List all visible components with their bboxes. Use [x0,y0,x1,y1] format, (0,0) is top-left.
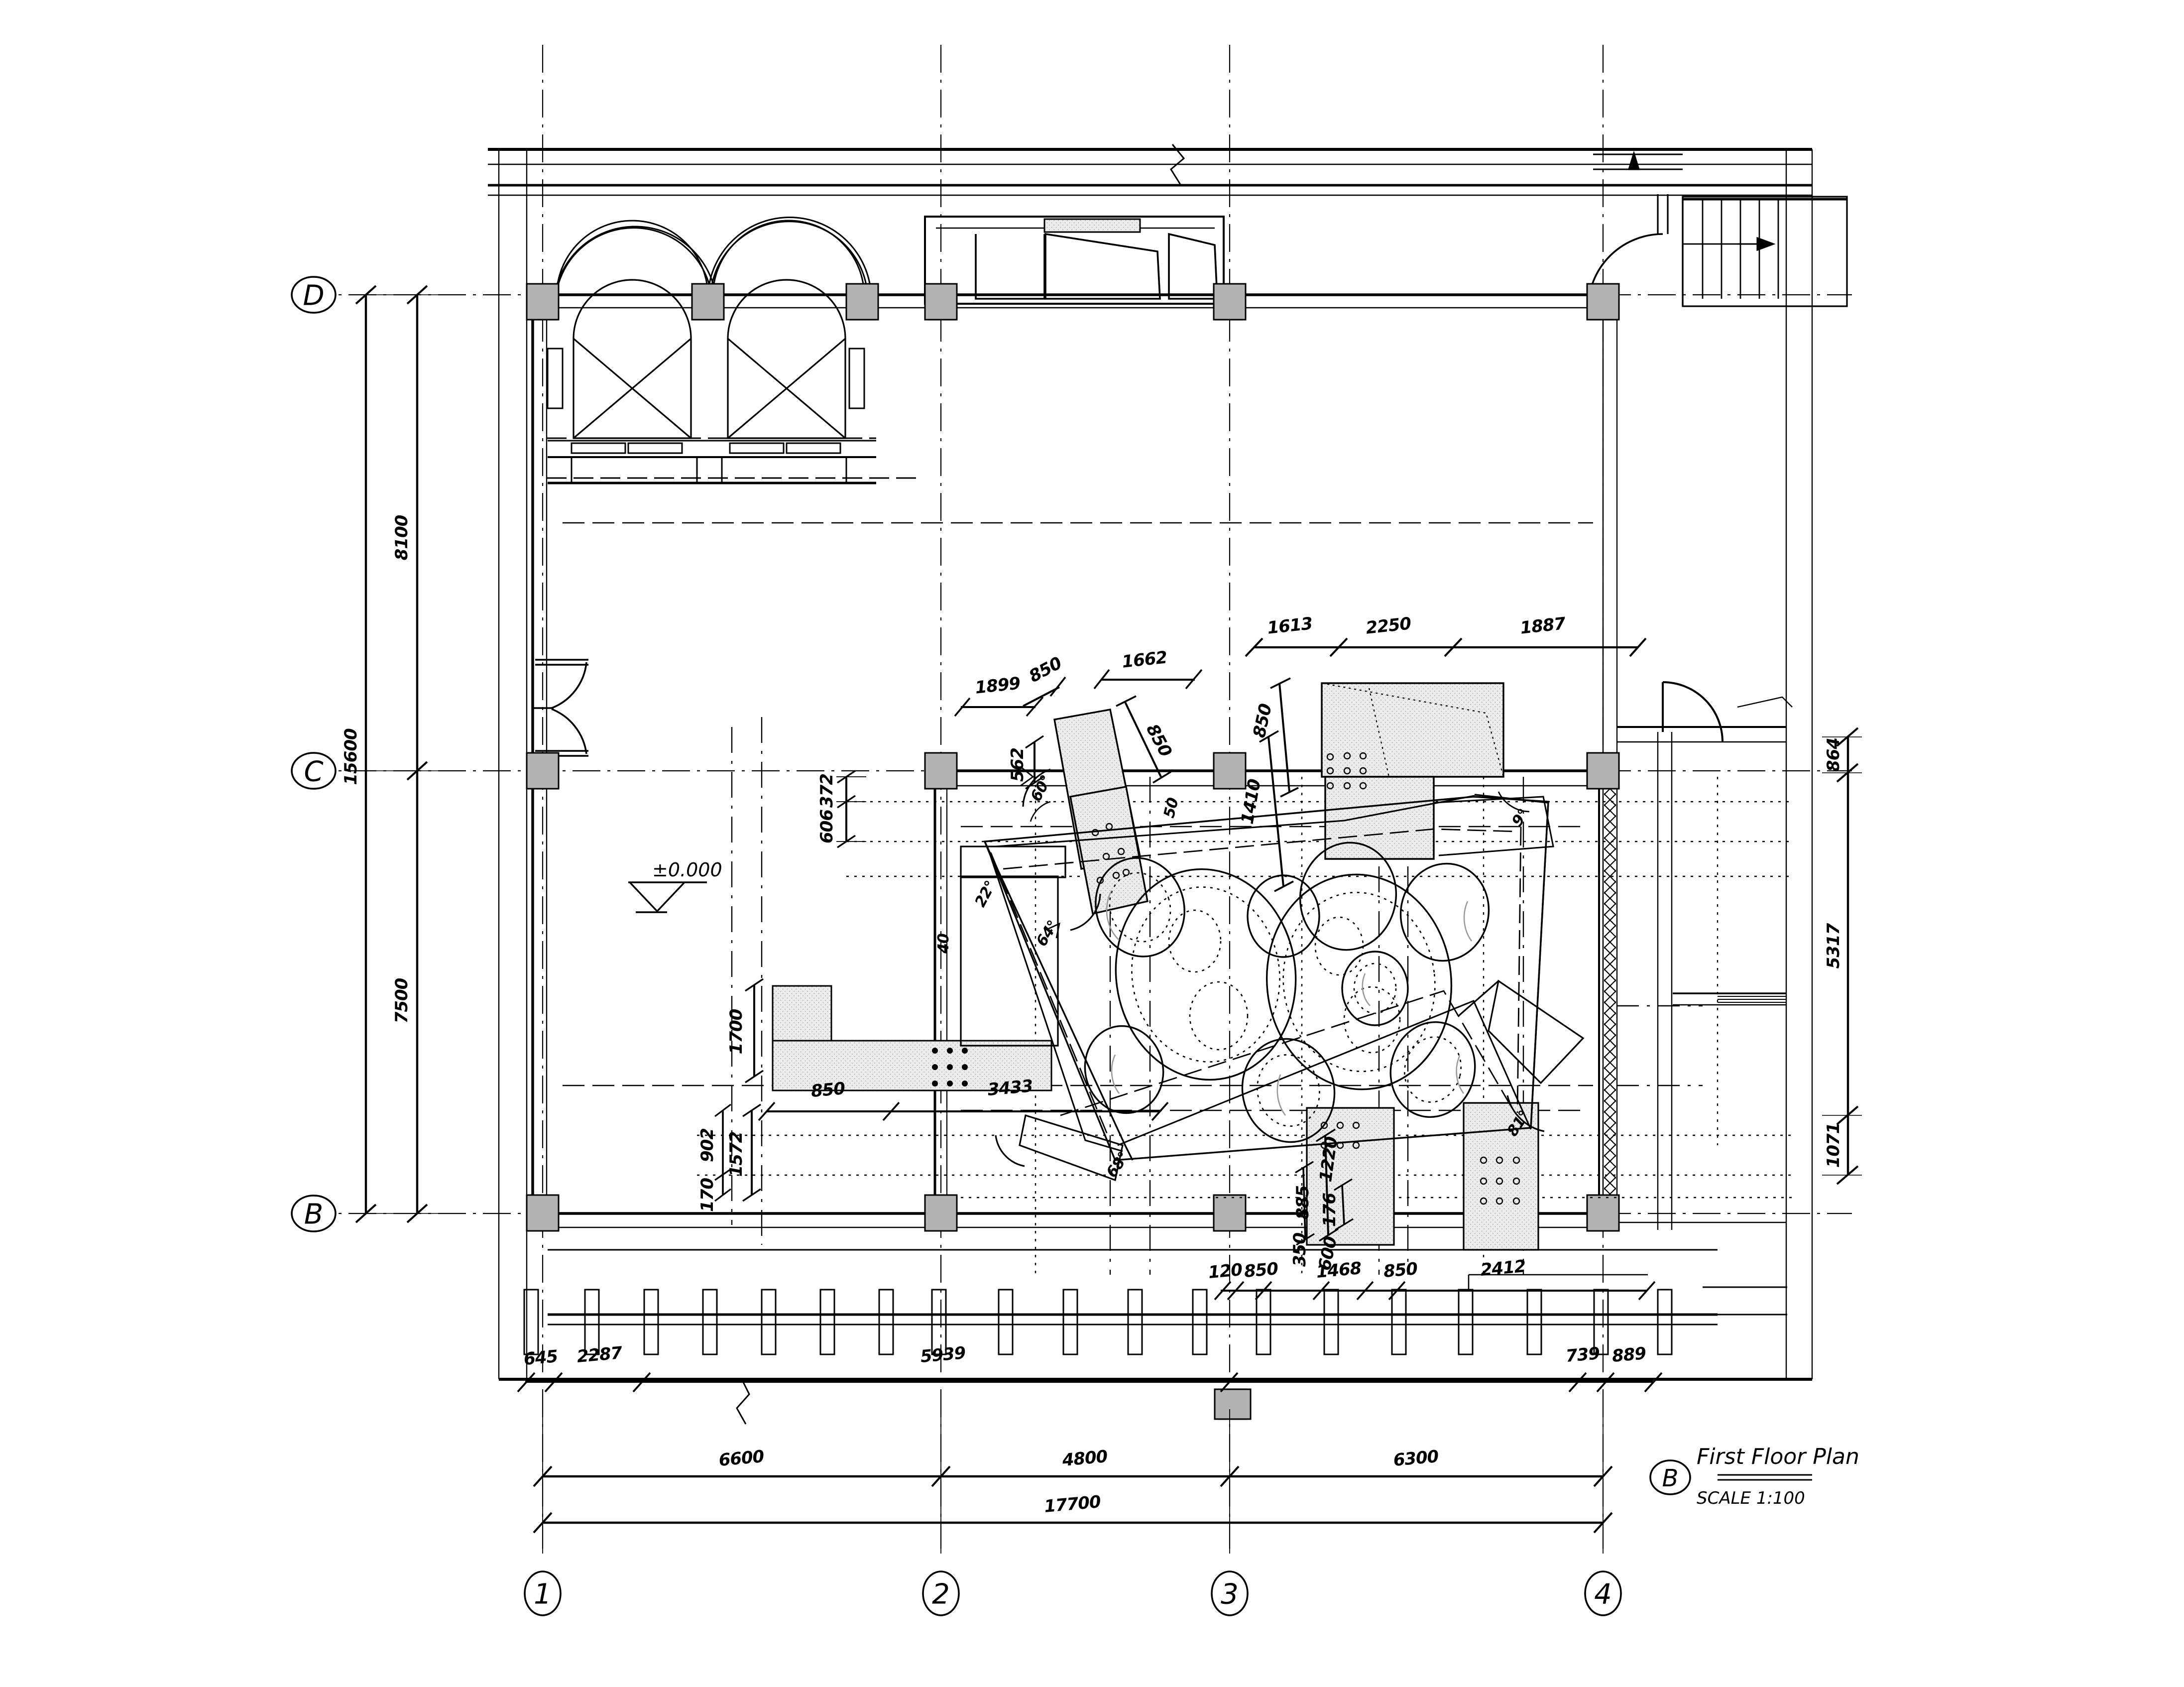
dim-8100: 8100 [392,515,412,560]
detail-bubble-label: B [1662,1464,1679,1492]
bottom-bay-dim-labels: 6600 4800 6300 17700 [718,1446,1439,1517]
dim-2250: 2250 [1365,613,1412,638]
dim-1662: 1662 [1121,647,1168,672]
grid-bubble-labels: 1 2 3 4 D C B B [303,280,1678,1611]
grid-label-3: 3 [1221,1578,1239,1611]
interior-fixtures [772,682,1554,1251]
dim-1700: 1700 [726,1009,746,1054]
grid-label-C: C [304,756,323,788]
bottom-inner-dim-labels: 120 850 1468 850 2412 [1207,1256,1526,1283]
grid-bubble-C[interactable] [291,752,337,790]
dim-2287: 2287 [576,1343,623,1367]
right-dim-labels: 864 5317 1071 [1824,738,1843,1168]
dim-6600: 6600 [718,1446,765,1470]
drawing-title: First Floor Plan [1697,1444,1859,1469]
dim-350: 350 [1290,1233,1310,1267]
dim-885: 885 [1293,1186,1313,1219]
dim-889: 889 [1611,1343,1647,1366]
dim-40: 40 [935,934,952,954]
dimension-lines [348,285,1862,1554]
dim-6300: 6300 [1392,1446,1439,1470]
grid-bubble-3[interactable] [1211,1570,1249,1616]
dim-606: 606 [817,810,837,844]
dim-17700: 17700 [1043,1492,1102,1517]
structural-columns [526,283,1620,1420]
dim-562: 562 [1008,748,1028,782]
grid-bubble-1[interactable] [524,1570,562,1616]
grid-bubble-4[interactable] [1584,1570,1622,1616]
dim-4800: 4800 [1061,1446,1108,1470]
grid-label-D: D [303,280,324,312]
grid-label-2: 2 [932,1578,950,1611]
dim-5317: 5317 [1824,923,1843,968]
double-door-left [534,659,588,757]
dim-850-e: 850 [1243,1259,1279,1282]
grid-bubble-2[interactable] [922,1570,960,1616]
dim-902: 902 [697,1128,717,1162]
dim-1613: 1613 [1266,613,1313,638]
dim-739: 739 [1565,1343,1601,1366]
hatched-wall [1604,777,1616,1215]
grid-label-B: B [304,1199,323,1231]
louvered-facade [523,1249,1787,1425]
drawing-scale: SCALE 1:100 [1697,1488,1805,1508]
arched-windows [547,217,916,484]
level-marker [628,881,707,913]
dim-15600: 15600 [341,728,361,785]
dim-7500: 7500 [392,978,412,1023]
angle-markers [995,766,1545,1167]
dim-850-d: 850 [810,1079,846,1101]
dim-864: 864 [1824,738,1843,772]
left-dim-labels: 8100 7500 15600 [341,515,412,1023]
dim-120: 120 [1207,1260,1243,1283]
grid-bubble-B[interactable] [291,1195,337,1232]
dim-2412: 2412 [1480,1256,1526,1280]
dim-3433: 3433 [987,1076,1034,1100]
grid-bubble-D[interactable] [291,276,337,314]
dim-1887: 1887 [1519,613,1567,638]
top-interior-dim-labels: 1613 2250 1887 [1266,613,1567,638]
dim-1071: 1071 [1824,1123,1843,1168]
right-partitions [1617,681,1793,1230]
bottom-outer-dim-labels: 645 2287 5939 739 889 [523,1343,1647,1369]
lower-interior-dim-labels: 1220 885 176 350 600 [1290,1135,1342,1272]
mid-vertical-dim-labels: 372 606 [817,774,837,844]
dim-1899: 1899 [974,673,1022,698]
dim-645: 645 [523,1346,558,1369]
level-marker-label: ±0.000 [652,859,722,881]
dim-1468: 1468 [1315,1258,1362,1282]
grid-label-4: 4 [1594,1578,1612,1611]
dim-170: 170 [697,1178,717,1212]
dim-850-f: 850 [1382,1259,1418,1282]
dim-176: 176 [1320,1193,1340,1227]
dim-1572: 1572 [726,1132,746,1177]
detail-bubble[interactable] [1649,1459,1691,1495]
central-installation [983,794,1585,1182]
grid-label-1: 1 [534,1578,552,1611]
dim-5939: 5939 [920,1343,966,1367]
dim-372: 372 [817,774,837,808]
grid-bubbles [291,276,1691,1616]
mid-left-dim-labels: 1700 1572 902 170 850 3433 [697,1009,1034,1212]
